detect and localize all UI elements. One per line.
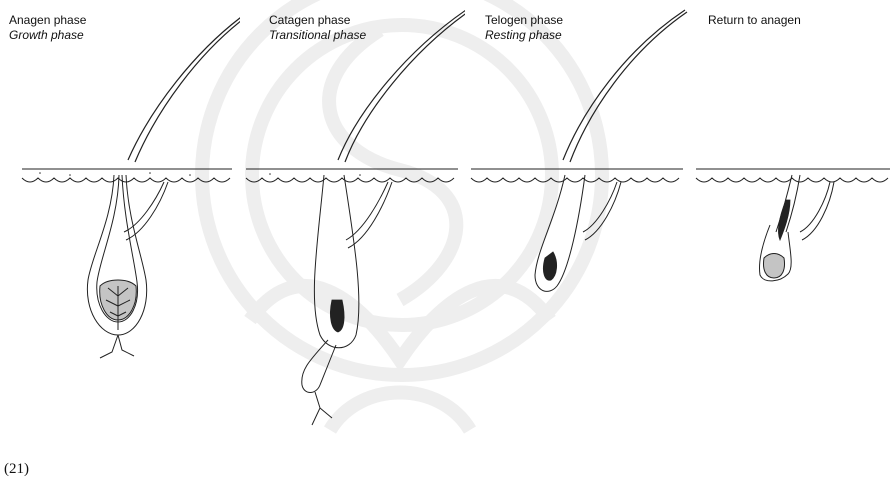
skin-surface — [22, 169, 232, 182]
telogen-follicle-illustration — [465, 0, 690, 460]
anagen-follicle-illustration — [0, 0, 240, 460]
skin-surface — [471, 169, 683, 182]
return-anagen-follicle-illustration — [690, 0, 892, 460]
skin-surface — [246, 169, 458, 182]
catagen-follicle-illustration — [240, 0, 465, 460]
citation-reference: (21) — [4, 461, 29, 478]
skin-surface — [696, 169, 890, 182]
